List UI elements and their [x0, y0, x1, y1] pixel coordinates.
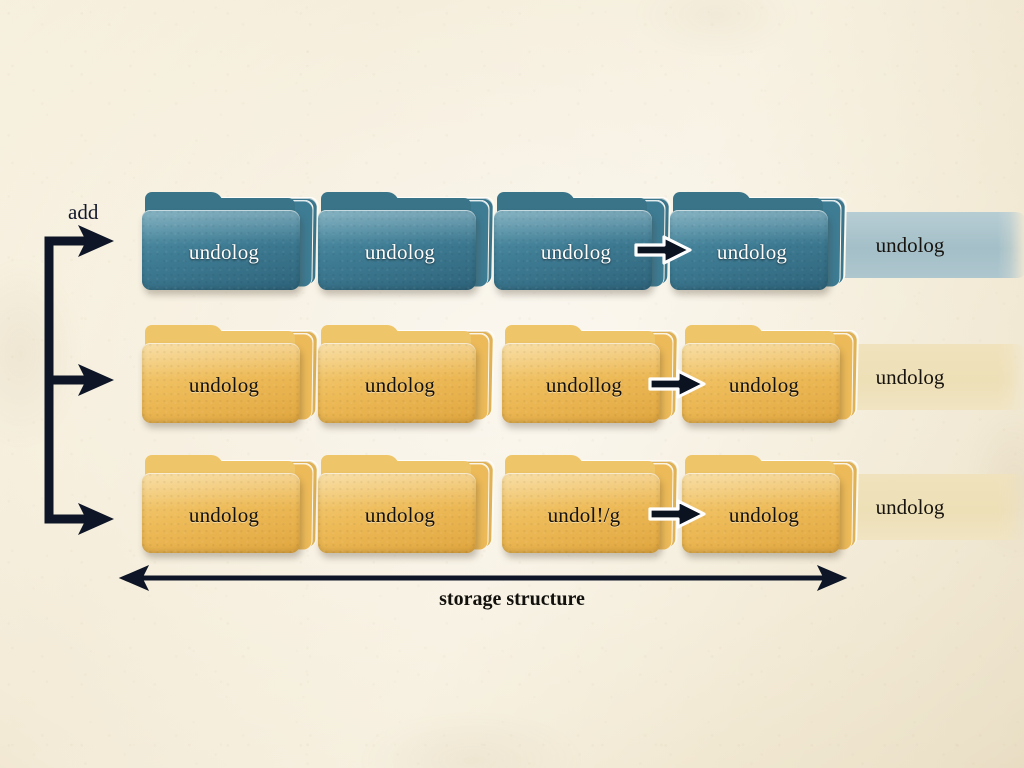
folder-front-panel [502, 343, 660, 423]
row-1-folder-4[interactable]: undolog [668, 192, 847, 296]
folder-stack [140, 192, 319, 296]
folder-glare [142, 210, 300, 244]
row-1-folder-3[interactable]: undolog [492, 192, 671, 296]
row-3-folder-4[interactable]: undolog [680, 455, 859, 559]
folder-glare [142, 343, 300, 377]
folder-label: undolog [716, 240, 788, 264]
folder-label: undolog [364, 240, 436, 264]
folder-front-panel [142, 473, 300, 553]
folder-stack [680, 455, 859, 559]
folder-label: undolog [188, 503, 260, 527]
row-2-ghost-folder: undolog [828, 344, 1024, 410]
row-3-transition-arrow-icon [648, 498, 708, 530]
row-1-transition-arrow-icon [634, 234, 694, 266]
ghost-folder-label: undolog [875, 233, 945, 257]
row-2-folder-2[interactable]: undolog [316, 325, 495, 429]
folder-stack [140, 455, 319, 559]
folder-label: undolog [188, 373, 260, 397]
folder-stack [316, 455, 495, 559]
add-bracket-arrows [36, 215, 136, 545]
ghost-brush-stroke [828, 344, 1024, 410]
folder-front-panel [318, 473, 476, 553]
folder-front-panel [142, 210, 300, 290]
storage-structure-caption: storage structure [439, 588, 585, 610]
folder-glare [502, 343, 660, 377]
row-2-folder-1[interactable]: undolog [140, 325, 319, 429]
folder-front-panel [142, 343, 300, 423]
folder-stack [316, 325, 495, 429]
folder-stack [500, 455, 679, 559]
row-3-folder-3[interactable]: undol!/g [500, 455, 679, 559]
folder-stack [668, 192, 847, 296]
row-2-folder-4[interactable]: undolog [680, 325, 859, 429]
ghost-brush-stroke [828, 212, 1024, 278]
folder-label: undolog [364, 373, 436, 397]
folder-stack [492, 192, 671, 296]
folder-stack [680, 325, 859, 429]
folder-glare [318, 473, 476, 507]
folder-front-panel [318, 343, 476, 423]
folder-label: undolog [540, 240, 612, 264]
folder-label: undolog [364, 503, 436, 527]
row-1-ghost-folder: undolog [828, 212, 1024, 278]
folder-stack [500, 325, 679, 429]
row-1-folder-2[interactable]: undolog [316, 192, 495, 296]
folder-front-panel [670, 210, 828, 290]
folder-stack [316, 192, 495, 296]
row-2-transition-arrow-icon [648, 368, 708, 400]
folder-label: undolog [728, 503, 800, 527]
row-1-folder-1[interactable]: undolog [140, 192, 319, 296]
folder-glare [142, 473, 300, 507]
folder-front-panel [494, 210, 652, 290]
folder-front-panel [682, 343, 840, 423]
folder-glare [318, 343, 476, 377]
folder-label: undolog [188, 240, 260, 264]
folder-label: undol!/g [547, 503, 621, 527]
row-2-folder-3[interactable]: undollog [500, 325, 679, 429]
storage-structure-axis-arrow [118, 560, 848, 601]
add-label: add [68, 200, 99, 224]
ghost-folder-label: undolog [875, 365, 945, 389]
folder-label: undolog [728, 373, 800, 397]
folder-label: undollog [545, 373, 623, 397]
folder-front-panel [682, 473, 840, 553]
folder-stack [140, 325, 319, 429]
ghost-brush-stroke [828, 474, 1024, 540]
bracket-svg [44, 225, 114, 535]
row-3-ghost-folder: undolog [828, 474, 1024, 540]
folder-front-panel [318, 210, 476, 290]
folder-glare [502, 473, 660, 507]
ghost-folder-label: undolog [875, 495, 945, 519]
folder-glare [494, 210, 652, 244]
folder-glare [318, 210, 476, 244]
row-3-folder-1[interactable]: undolog [140, 455, 319, 559]
row-3-folder-2[interactable]: undolog [316, 455, 495, 559]
folder-front-panel [502, 473, 660, 553]
